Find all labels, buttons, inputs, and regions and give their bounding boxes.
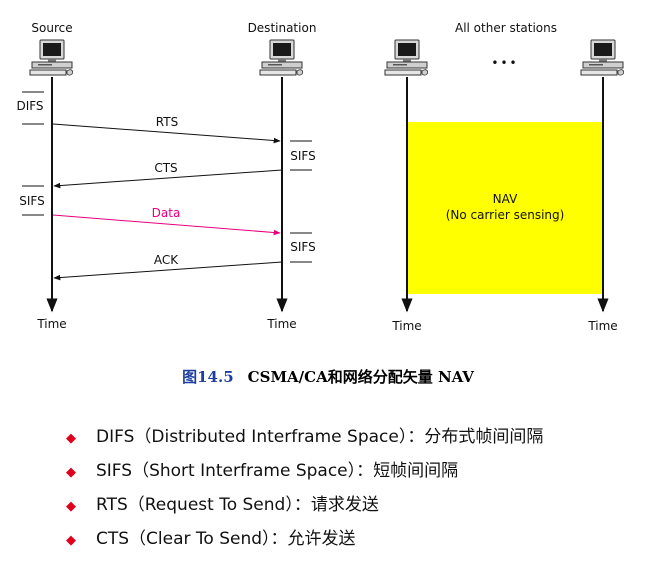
difs-label: DIFS bbox=[16, 99, 43, 113]
definition-text: DIFS（Distributed Interframe Space）：分布式帧间… bbox=[96, 427, 544, 447]
figure-number: 图14.5 bbox=[182, 368, 234, 386]
station-computer-icon bbox=[384, 39, 429, 76]
source-computer-icon bbox=[29, 39, 74, 76]
list-item: ◆ SIFS（Short Interframe Space）：短帧间间隔 bbox=[66, 458, 543, 492]
nav-block bbox=[407, 122, 603, 294]
definition-text: CTS（Clear To Send）：允许发送 bbox=[96, 529, 356, 549]
nav-subtitle: (No carrier sensing) bbox=[446, 208, 565, 222]
cts-arrow bbox=[53, 169, 283, 189]
definition-text: SIFS（Short Interframe Space）：短帧间间隔 bbox=[96, 461, 459, 481]
nav-title: NAV bbox=[493, 192, 518, 206]
definition-list: ◆ DIFS（Distributed Interframe Space）：分布式帧… bbox=[66, 424, 543, 560]
rts-label: RTS bbox=[156, 115, 178, 129]
time-label: Time bbox=[266, 317, 296, 331]
sifs-label: SIFS bbox=[290, 149, 315, 163]
station-computer-icon bbox=[580, 39, 625, 76]
sifs-label: SIFS bbox=[19, 194, 44, 208]
figure-caption: 图14.5 CSMA/CA和网络分配矢量 NAV bbox=[0, 366, 656, 387]
figure-title: CSMA/CA和网络分配矢量 NAV bbox=[247, 368, 474, 386]
stations-ellipsis: ••• bbox=[491, 56, 518, 70]
time-label: Time bbox=[36, 317, 66, 331]
time-label: Time bbox=[391, 319, 421, 333]
list-item: ◆ DIFS（Distributed Interframe Space）：分布式帧… bbox=[66, 424, 543, 458]
diamond-bullet-icon: ◆ bbox=[66, 533, 76, 548]
other-stations-label: All other stations bbox=[455, 21, 557, 35]
data-label: Data bbox=[152, 206, 181, 220]
diamond-bullet-icon: ◆ bbox=[66, 499, 76, 514]
csma-ca-timing-diagram: Source Destination All other stations ••… bbox=[16, 21, 625, 333]
destination-computer-icon bbox=[259, 39, 304, 76]
definition-text: RTS（Request To Send）：请求发送 bbox=[96, 495, 379, 515]
list-item: ◆ CTS（Clear To Send）：允许发送 bbox=[66, 526, 543, 560]
ack-arrow bbox=[53, 261, 283, 281]
source-station-label: Source bbox=[31, 21, 72, 35]
data-arrow bbox=[52, 214, 281, 236]
list-item: ◆ RTS（Request To Send）：请求发送 bbox=[66, 492, 543, 526]
time-label: Time bbox=[587, 319, 617, 333]
sifs-label: SIFS bbox=[290, 240, 315, 254]
ack-label: ACK bbox=[154, 253, 179, 267]
diamond-bullet-icon: ◆ bbox=[66, 465, 76, 480]
destination-station-label: Destination bbox=[248, 21, 317, 35]
diamond-bullet-icon: ◆ bbox=[66, 431, 76, 446]
cts-label: CTS bbox=[154, 161, 177, 175]
rts-arrow bbox=[52, 123, 281, 144]
